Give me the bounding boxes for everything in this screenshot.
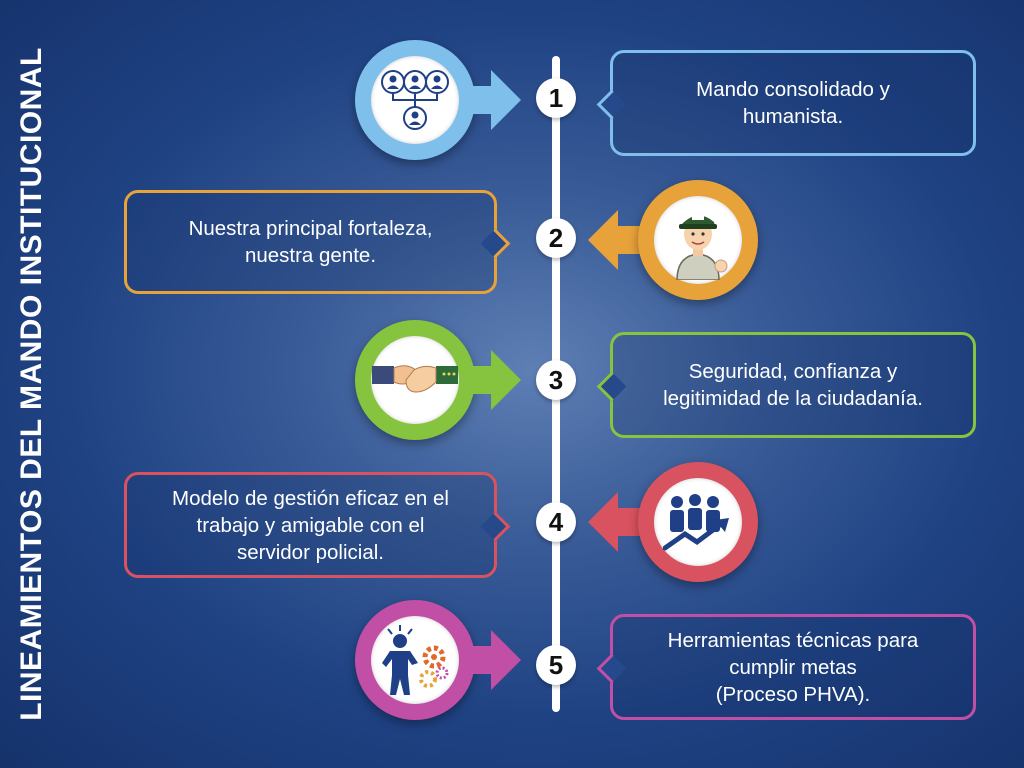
step-number-3: 3 [536, 360, 576, 400]
hierarchy-people-icon [371, 56, 459, 144]
person-gears-icon [371, 616, 459, 704]
item-text-2: Nuestra principal fortaleza, nuestra gen… [188, 217, 433, 267]
item-card-2: Nuestra principal fortaleza, nuestra gen… [124, 190, 511, 294]
step-number-1: 1 [536, 78, 576, 118]
step-number-4: 4 [536, 502, 576, 542]
step-number-2: 2 [536, 218, 576, 258]
police-officer-icon [654, 196, 742, 284]
item-card-4: Modelo de gestión eficaz en el trabajo y… [124, 472, 511, 578]
icon-badge-4 [586, 462, 766, 582]
item-text-4: Modelo de gestión eficaz en el trabajo y… [172, 486, 449, 564]
item-card-1: Mando consolidado y humanista. [596, 50, 976, 156]
handshake-icon [371, 336, 459, 424]
icon-badge-2 [586, 180, 766, 300]
item-text-1: Mando consolidado y humanista. [696, 78, 890, 128]
team-growth-icon [654, 478, 742, 566]
item-text-5: Herramientas técnicas para cumplir metas… [667, 628, 919, 706]
item-card-3: Seguridad, confianza y legitimidad de la… [596, 332, 976, 438]
step-number-5: 5 [536, 645, 576, 685]
icon-badge-1 [355, 40, 535, 160]
item-card-5: Herramientas técnicas para cumplir metas… [596, 614, 976, 720]
icon-badge-3 [355, 320, 535, 440]
page-title: LINEAMIENTOS DEL MANDO INSTITUCIONAL [15, 47, 48, 721]
item-text-3: Seguridad, confianza y legitimidad de la… [663, 360, 923, 410]
icon-badge-5 [355, 600, 535, 720]
